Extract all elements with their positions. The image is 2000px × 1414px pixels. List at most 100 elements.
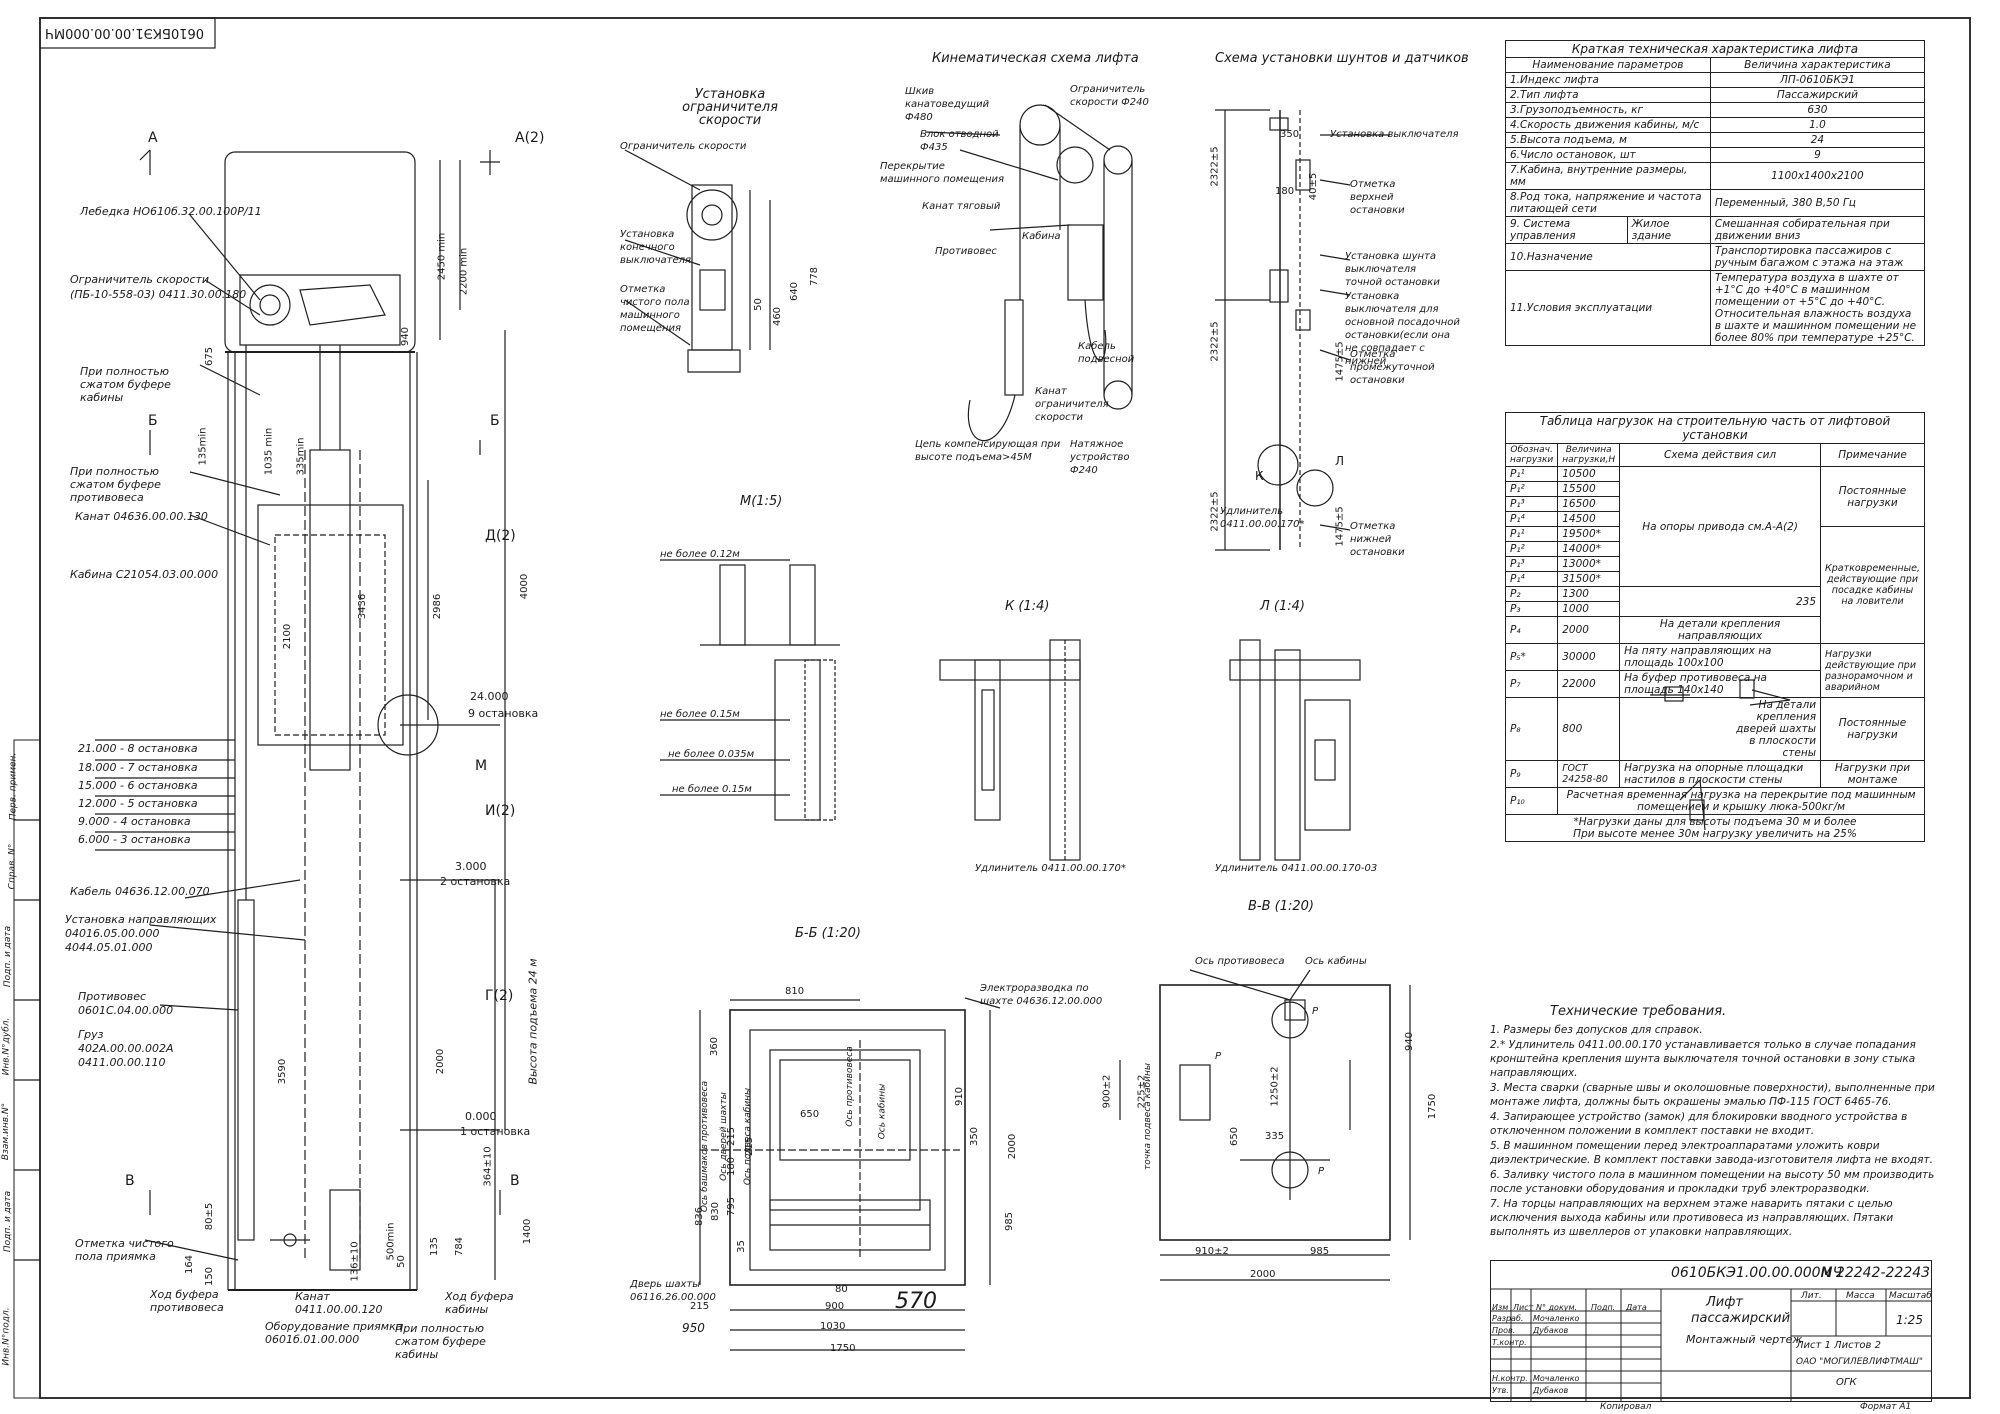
section-mark: Г(2) [485,988,514,1004]
load-scheme: На детали крепления дверей шахты в плоск… [1619,697,1822,761]
dim: 1750 [830,1343,856,1354]
kin-label: Ограничитель скорости Ф240 [1070,84,1149,108]
kin-label: Канат ограничителя скорости [1035,386,1109,423]
shunt-label: Установка выключателя для основной посад… [1345,291,1460,367]
spec-title: Краткая техническая характеристика лифта [1505,40,1925,58]
load-scheme: Расчетная временная нагрузка на перекрыт… [1557,787,1925,815]
kin-label: Противовес [935,246,997,257]
section-mark: А(2) [515,130,545,146]
section-mark: Б [148,413,158,429]
dim: 2322±5 [1209,491,1221,532]
load-designation: Р₁⁴ [1504,571,1559,587]
spec-param: 11.Условия эксплуатации [1505,270,1711,346]
side-label: Подп. и дата [3,1190,14,1253]
stamp-col: N° докум. [1536,1303,1578,1312]
loads-h3: Схема действия сил [1619,443,1822,467]
shunt-label: Отметка верхней остановки [1350,179,1405,216]
spec-value: 630 [1709,102,1926,118]
requirement-item: 7. На торцы направляющих на верхнем этаж… [1490,1198,1894,1238]
stop-label: 21.000 - 8 остановка [78,742,198,755]
dim: 900 [825,1301,845,1312]
m-label: не более 0.12м [660,549,740,560]
loads-h1: Обознач. нагрузки [1504,443,1559,467]
load-designation: Р₈ [1504,697,1559,761]
loads-footer-line: *Нагрузки даны для высоты подъема 30 м и… [1573,816,1857,828]
requirement-item: 6. Заливку чистого пола в машинном помещ… [1490,1169,1935,1195]
bb-label: Дверь шахты 06116.26.00.000 [630,1279,716,1303]
vv-label: Ось кабины [1305,956,1367,967]
dim: 2200 min [458,247,470,296]
shunt-label: Установка выключателя [1330,129,1459,140]
dim: 215 [744,1136,756,1157]
dim: 985 [1310,1246,1330,1257]
loads-title: Таблица нагрузок на строительную часть о… [1505,412,1925,444]
spec-param: 8.Род тока, напряжение и частота питающе… [1505,189,1711,217]
spec-value: 24 [1709,132,1926,148]
requirement-item: 2.* Удлинитель 0411.00.00.170 устанавлив… [1490,1039,1916,1079]
vv-label: Р [1312,1006,1319,1017]
kin-label: Натяжное устройство Ф240 [1070,439,1130,476]
dim: 335min [295,437,307,476]
stamp-right: Лит. [1801,1291,1822,1301]
spec-param: 6.Число остановок, шт [1505,147,1711,163]
load-designation: Р₁₀ [1504,787,1559,815]
dim: 1475±5 [1334,506,1346,547]
label-rails-code2: 4044.05.01.000 [65,941,153,954]
dim: 830 [710,1201,722,1222]
dim: 335 [1265,1131,1285,1142]
dim: 910±2 [1195,1246,1229,1257]
load-designation: Р₁³ [1504,496,1559,512]
level-1-value: 0.000 [465,1110,497,1123]
vv-label: Р [1215,1051,1222,1062]
reg-number: N 22242-22243 [1821,1265,1931,1281]
bb-label: Ось башмаков противовеса [700,1080,711,1213]
load-designation: Р₁² [1504,541,1559,557]
dim: 640 [789,281,801,302]
spec-param: 1.Индекс лифта [1505,72,1711,88]
level-9-label: 9 остановка [468,707,539,720]
label-cable: Кабель 04636.12.00.070 [70,885,210,898]
dim: 350 [969,1126,981,1147]
load-value: 22000 [1557,670,1621,698]
shunt-label: Установка шунта выключателя точной остан… [1345,251,1440,288]
vv-label: Ось противовеса [1195,956,1285,967]
technical-requirements: Технические требования. 1. Размеры без д… [1490,1005,1945,1240]
stamp-name: Дубаков [1533,1326,1569,1335]
dim: 2322±5 [1209,321,1221,362]
label-pit-mark: Отметка чистого пола приямка [75,1237,174,1263]
spec-param: 3.Грузоподъемность, кг [1505,102,1711,118]
side-label: Справ. N° [7,843,18,890]
label-rope: Канат 04636.00.00.130 [75,510,208,523]
spec-param: 2.Тип лифта [1505,87,1711,103]
title-block-grid [1491,1288,1931,1401]
spec-value: 1.0 [1709,117,1926,133]
spec-param: 10.Назначение [1505,243,1711,271]
dim: 940 [400,326,412,347]
dim: 3590 [277,1058,289,1085]
dim: 80±5 [204,1202,216,1231]
spec-value: Температура воздуха в шахте от +1°С до +… [1709,270,1926,346]
spec-param: Жилое здание [1626,216,1711,244]
load-value: 800 [1557,697,1621,761]
load-value: 30000 [1557,643,1621,671]
loads-h4: Примечание [1820,443,1925,467]
side-label: Инв.N°дубл. [1,1017,12,1076]
dim: 50 [395,1255,407,1268]
level-1-label: 1 остановка [460,1125,531,1138]
stamp-name: Дубаков [1533,1386,1569,1395]
spec-value: 9 [1709,147,1926,163]
dim: 364±10 [482,1146,494,1187]
load-designation: Р₁¹ [1504,466,1559,482]
dim: 1030 [820,1321,846,1332]
dim: 784 [454,1236,466,1257]
label-limiter-code: (ПБ-10-558-03) 0411.30.00.180 [70,288,247,301]
dim: 2000 [1007,1133,1019,1160]
